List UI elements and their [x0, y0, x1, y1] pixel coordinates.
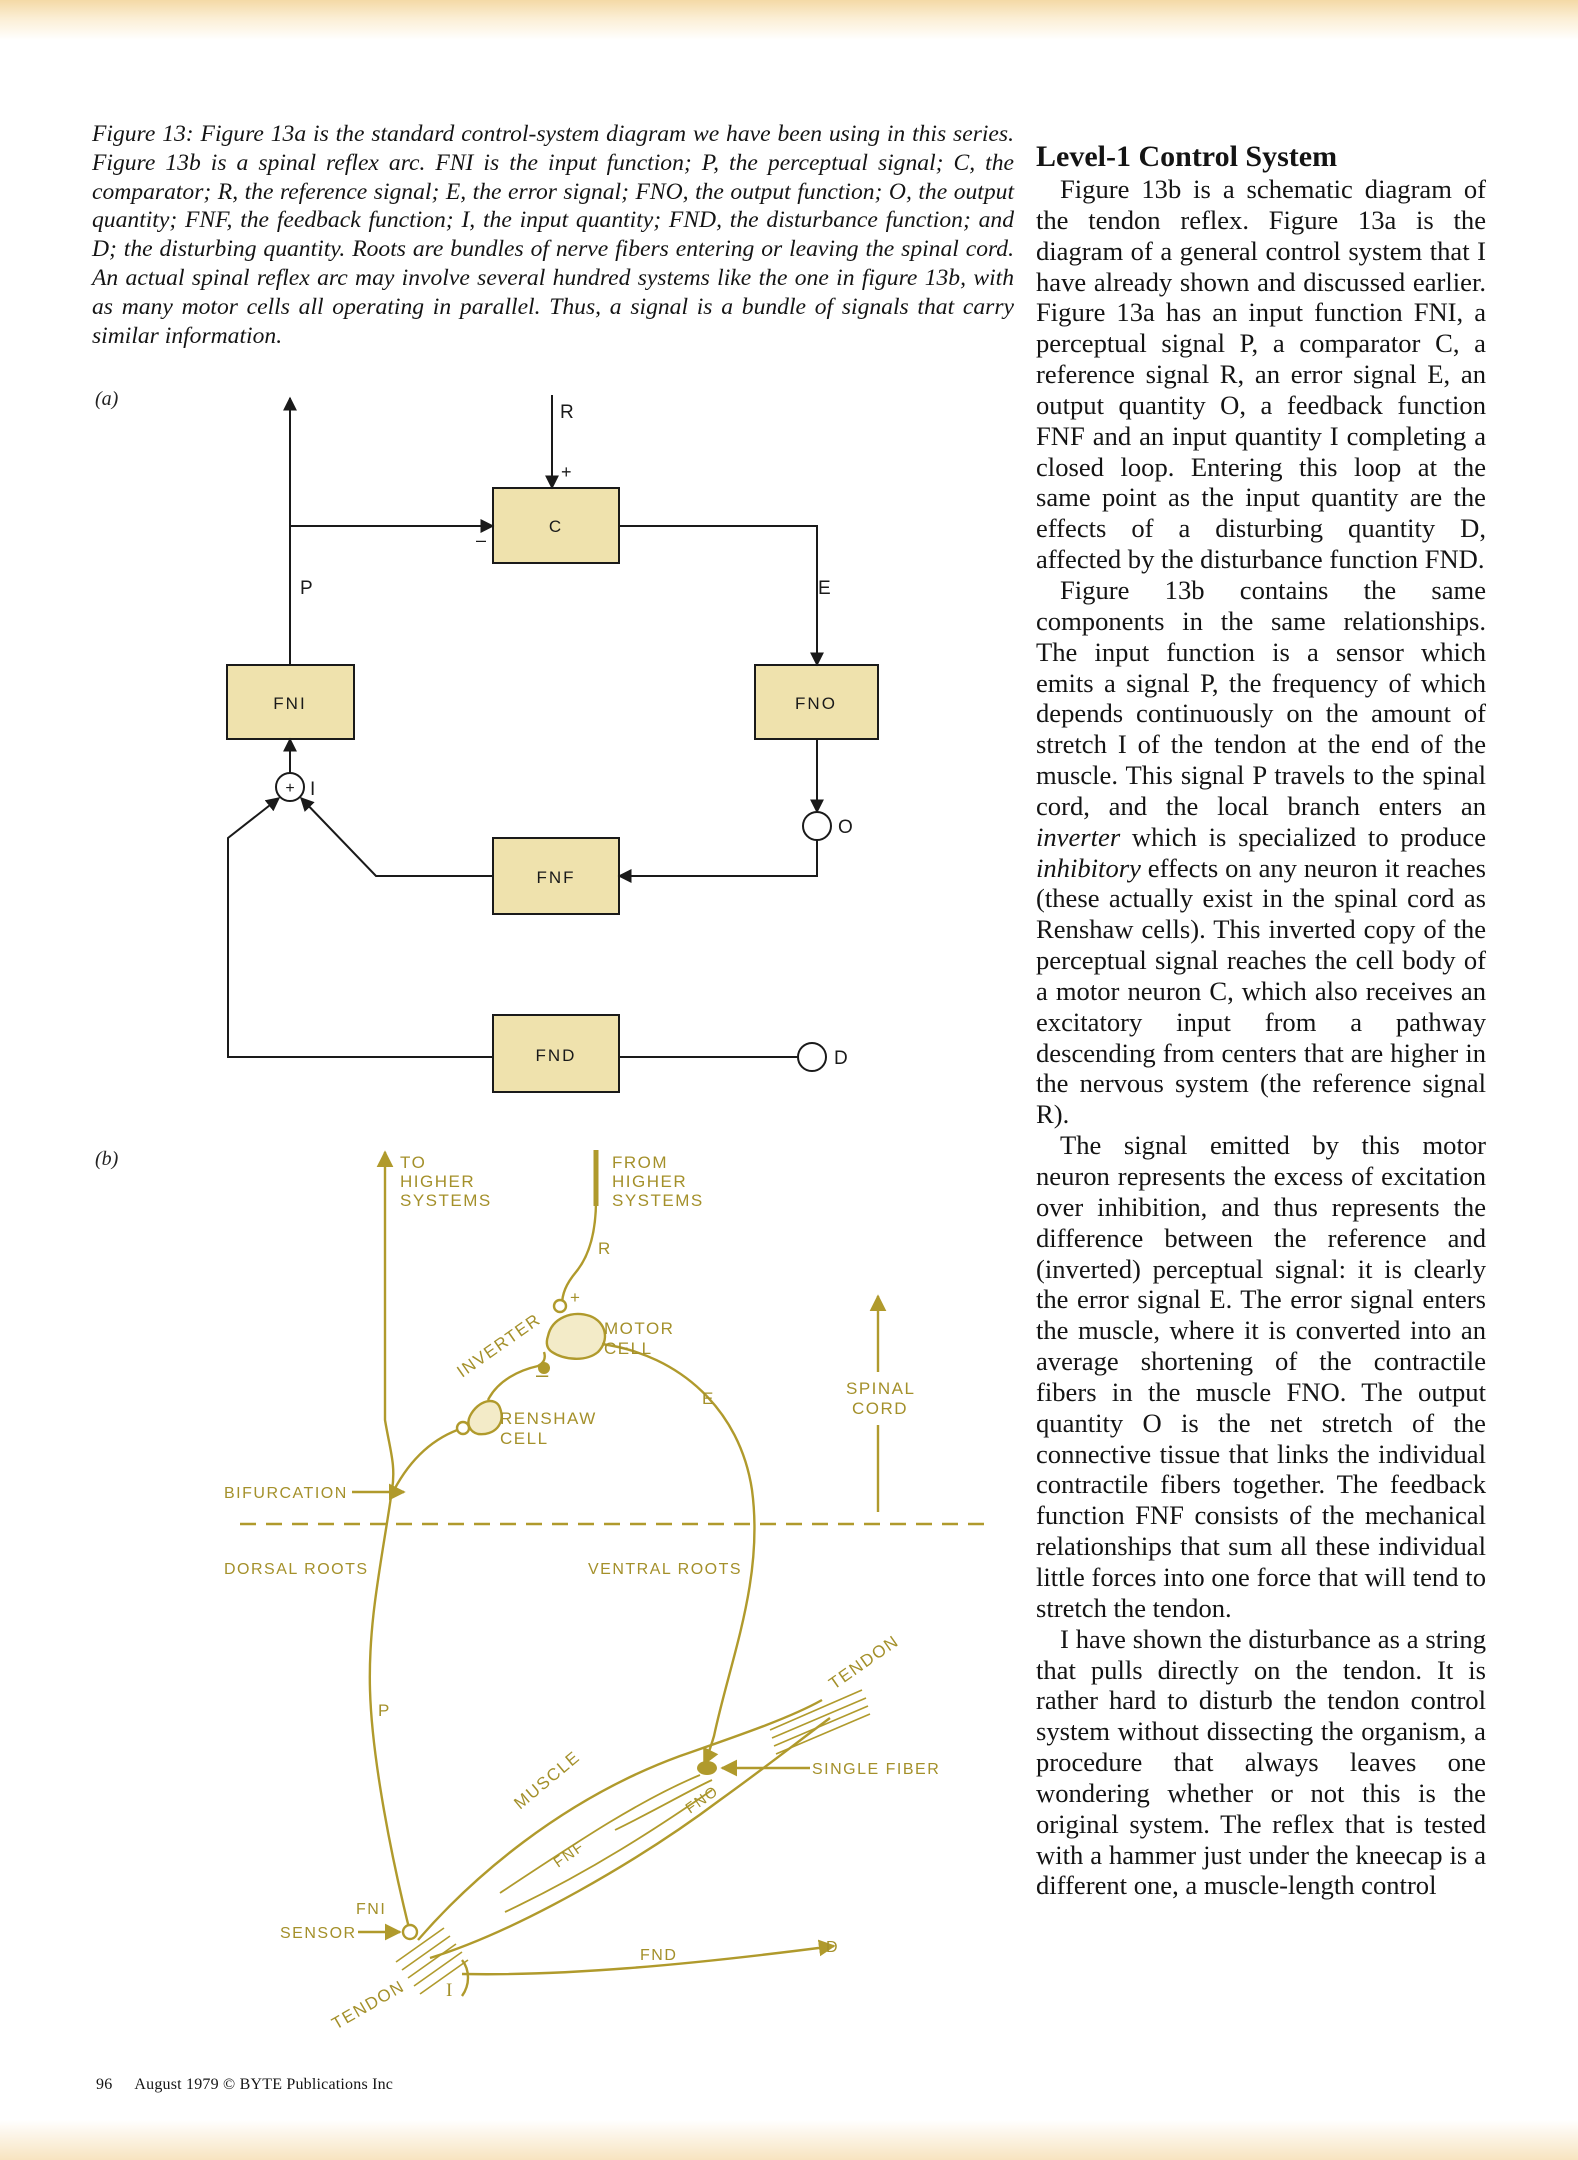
to-higher-line-2: HIGHER — [400, 1172, 475, 1191]
figure-13a-diagram: C FNI FNO FNF FND R P E O I D + – + — [226, 395, 879, 1093]
perceptual-signal-label: P — [300, 578, 313, 599]
sensor-label: SENSOR — [280, 1925, 357, 1942]
from-higher-line-1: FROM — [612, 1153, 668, 1172]
reference-label-b: R — [598, 1239, 612, 1258]
muscle-fiber-3 — [614, 1779, 713, 1831]
motor-cell-body — [545, 1312, 607, 1360]
motor-cell-line-2: CELL — [604, 1339, 653, 1358]
perceptual-label-b: P — [378, 1701, 391, 1720]
muscle-fiber-1 — [499, 1774, 701, 1894]
right-tendon-fan — [769, 1689, 871, 1755]
to-higher-line-3: SYSTEMS — [400, 1191, 492, 1210]
figure-caption: Figure 13: Figure 13a is the standard co… — [92, 121, 1014, 349]
inverter-axon — [486, 1351, 546, 1401]
input-function-label-b: FNI — [356, 1901, 386, 1918]
paragraph-text: which is specialized to produce — [1120, 821, 1486, 852]
article-paragraph: I have shown the disturbance as a string… — [1036, 1624, 1486, 1902]
article-paragraph: The signal emitted by this motor neuron … — [1036, 1130, 1486, 1624]
article-paragraph: Figure 13b is a schematic diagram of the… — [1036, 174, 1486, 575]
output-to-feedback-line — [617, 840, 818, 883]
renshaw-cell-line-1: RENSHAW — [500, 1409, 597, 1428]
reference-pathway — [560, 1150, 598, 1306]
reference-signal-label: R — [560, 402, 574, 423]
italic-term: inverter — [1036, 821, 1121, 852]
muscle-label: MUSCLE — [510, 1747, 583, 1813]
ventral-roots-label: VENTRAL ROOTS — [588, 1561, 742, 1578]
page-top-tint — [0, 0, 1578, 40]
error-label-b: E — [702, 1389, 715, 1408]
motor-cell-line-1: MOTOR — [604, 1319, 674, 1338]
paragraph-text: I have shown the disturbance as a string… — [1036, 1623, 1486, 1901]
from-higher-line-2: HIGHER — [612, 1172, 687, 1191]
motor-endplate — [697, 1761, 717, 1775]
dorsal-roots-label: DORSAL ROOTS — [224, 1561, 369, 1578]
single-fiber-label: SINGLE FIBER — [812, 1761, 940, 1778]
to-higher-line-1: TO — [400, 1153, 426, 1172]
renshaw-synapse — [455, 1420, 471, 1436]
panel-label-a: (a) — [95, 388, 119, 410]
inverter-label: INVERTER — [453, 1310, 544, 1382]
feedback-function-label-b: FNF — [551, 1838, 588, 1871]
afferent-fiber-p — [368, 1150, 412, 1933]
tendon-left-label: TENDON — [329, 1977, 408, 2034]
sensor-node — [401, 1923, 419, 1941]
disturbing-quantity-label: D — [834, 1048, 848, 1069]
input-function-label: FNI — [273, 694, 306, 713]
branch-to-renshaw — [392, 1426, 464, 1491]
renshaw-cell-line-2: CELL — [500, 1429, 549, 1448]
error-signal-line — [619, 525, 824, 667]
excitatory-synapse — [552, 1298, 568, 1314]
efferent-fiber-e — [601, 1342, 756, 1766]
output-function-box — [754, 664, 879, 740]
figure-13b-diagram: TO HIGHER SYSTEMS FROM HIGHER SYSTEMS R … — [224, 1150, 985, 2034]
feedback-to-sum-line — [300, 796, 493, 877]
paragraph-text: The signal emitted by this motor neuron … — [1036, 1130, 1486, 1623]
error-signal-label: E — [818, 578, 831, 599]
minus-label-b: – — [536, 1362, 550, 1387]
output-function-label: FNO — [795, 694, 837, 713]
spinal-cord-line-2: CORD — [852, 1399, 908, 1418]
muscle-outline-top — [417, 1698, 823, 1941]
disturbance-function-box — [492, 1014, 620, 1093]
disturbing-quantity-label-b: D — [826, 1939, 839, 1956]
article-paragraph: Figure 13b contains the same components … — [1036, 575, 1486, 1130]
disturbance-function-label: FND — [536, 1046, 577, 1065]
italic-term: inhibitory — [1036, 852, 1141, 883]
muscle-outline-bottom — [429, 1717, 831, 1960]
perceptual-minus-sign: – — [476, 530, 486, 550]
inhibitory-synapse — [538, 1362, 550, 1374]
input-quantity-label: I — [310, 779, 315, 800]
page-bottom-tint — [0, 2120, 1578, 2160]
input-quantity-bracket — [460, 1959, 470, 1997]
muscle-fiber-2 — [504, 1789, 713, 1913]
paragraph-text: effects on any neuron it reaches (these … — [1036, 852, 1486, 1130]
publication-credit: August 1979 © BYTE Publications Inc — [134, 2076, 394, 2093]
reference-plus-sign: + — [561, 462, 572, 482]
output-quantity-label: O — [838, 817, 853, 838]
panel-label-b: (b) — [95, 1148, 119, 1170]
disturbance-to-sum-line — [227, 797, 493, 1058]
from-higher-line-3: SYSTEMS — [612, 1191, 704, 1210]
feedback-function-label: FNF — [536, 868, 575, 887]
plus-label-b: + — [570, 1288, 581, 1307]
disturbing-quantity-node — [797, 1042, 827, 1072]
bifurcation-label: BIFURCATION — [224, 1485, 348, 1502]
comparator-label: C — [549, 517, 563, 536]
disturbance-function-label-b: FND — [640, 1947, 677, 1964]
page-number: 96 — [96, 2076, 113, 2093]
spinal-cord-line-1: SPINAL — [846, 1379, 915, 1398]
disturbance-string — [461, 1939, 836, 1976]
page-footer: 96 August 1979 © BYTE Publications Inc — [96, 2076, 393, 2094]
article-body: Figure 13b is a schematic diagram of the… — [1036, 174, 1486, 1901]
paragraph-text: Figure 13b is a schematic diagram of the… — [1036, 174, 1486, 575]
tendon-right-label: TENDON — [825, 1631, 902, 1693]
left-tendon-fan — [395, 1927, 469, 1995]
renshaw-cell-body — [467, 1399, 503, 1436]
input-quantity-label-b: I — [446, 1980, 454, 2001]
article-heading: Level-1 Control System — [1036, 140, 1338, 173]
summing-plus-sign: + — [285, 780, 294, 797]
paragraph-text: Figure 13b contains the same components … — [1036, 574, 1486, 821]
